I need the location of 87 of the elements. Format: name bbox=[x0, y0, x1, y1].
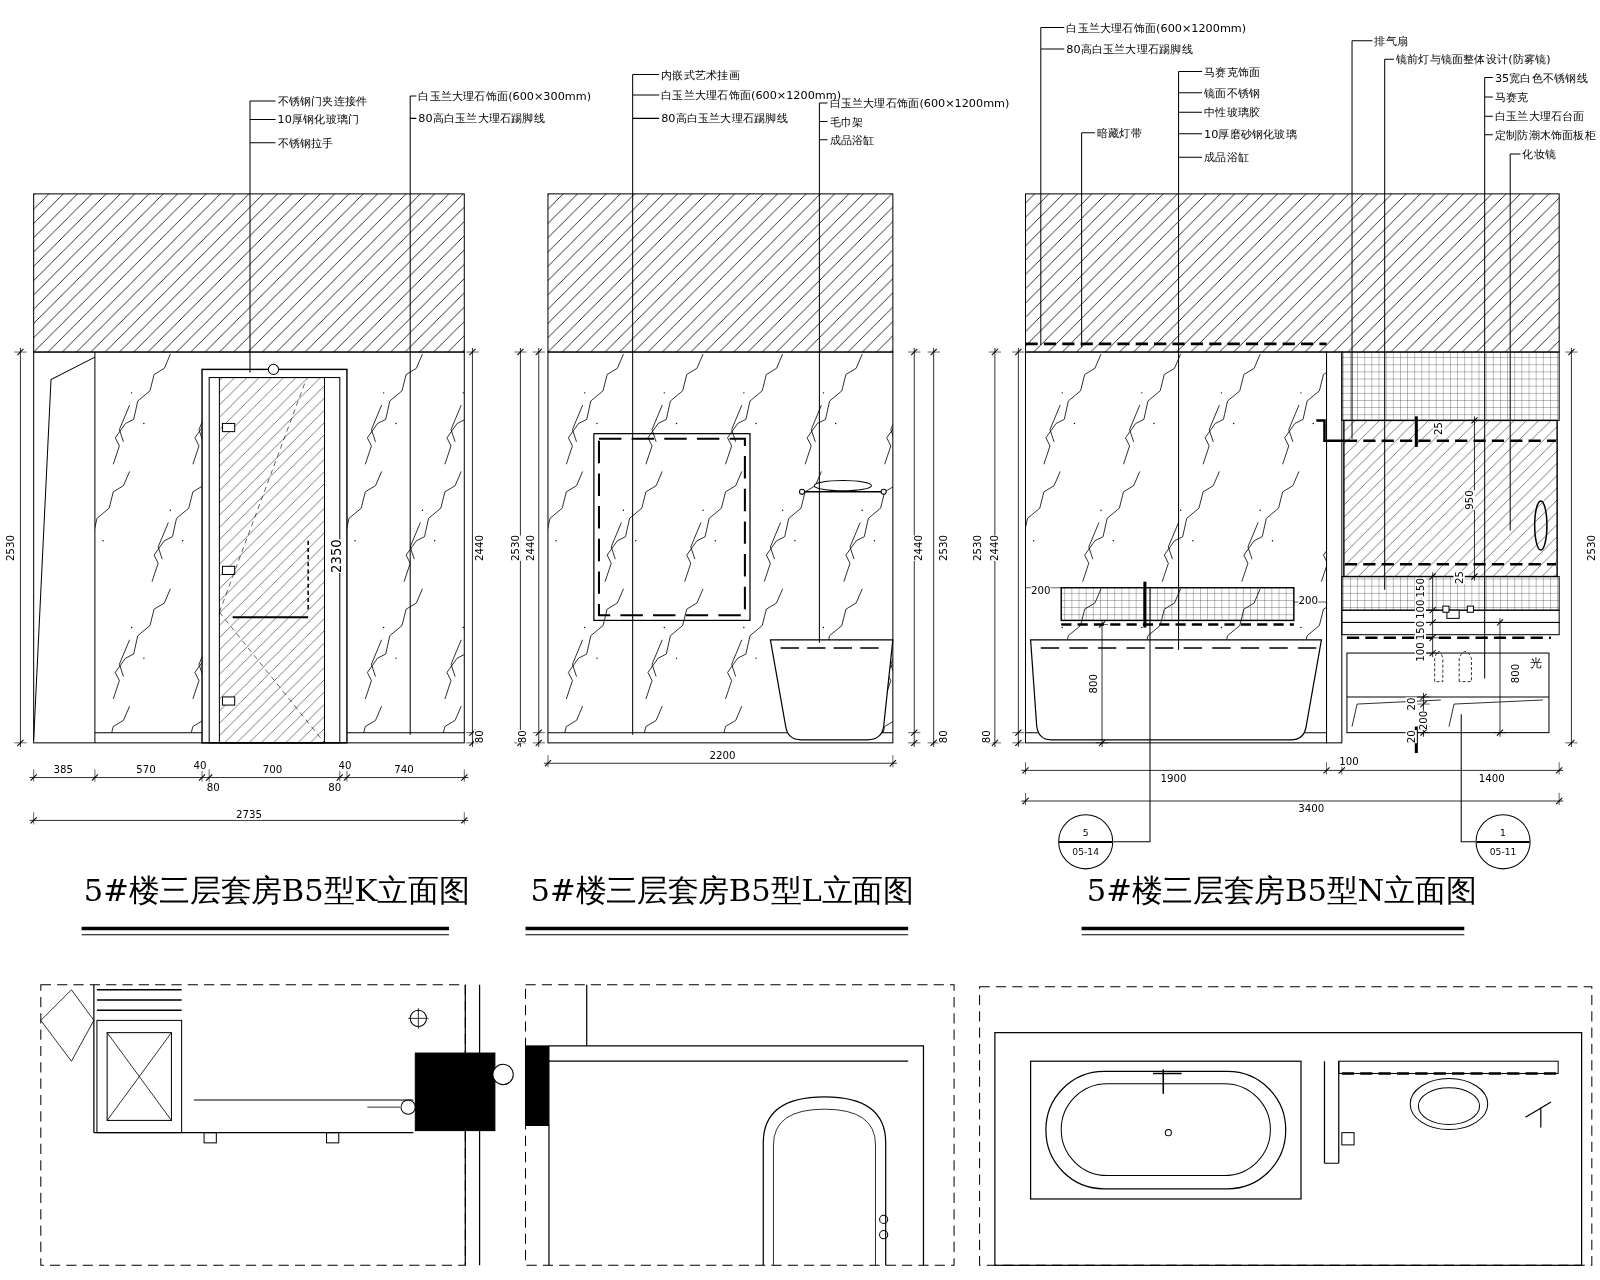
leader-line bbox=[249, 100, 276, 373]
dimension-text: 80 bbox=[981, 730, 993, 744]
dimension-text: 200 bbox=[1417, 710, 1430, 731]
callout-text: 马赛克 bbox=[1494, 90, 1529, 105]
sheet-number: 05-14 bbox=[1071, 846, 1101, 858]
callout-text: 不锈钢门夹连接件 bbox=[277, 94, 368, 109]
dimension-text: 80 bbox=[474, 730, 486, 744]
dimension-text: 80 bbox=[328, 782, 342, 794]
section-number: 5 bbox=[1081, 827, 1090, 838]
callout-text: 中性玻璃胶 bbox=[1204, 106, 1261, 120]
dimension-text: 25 bbox=[1433, 422, 1445, 436]
dimension-text: 2530 bbox=[4, 534, 16, 561]
dimension-text: 2440 bbox=[912, 534, 924, 561]
leader-line bbox=[1351, 40, 1373, 440]
leader-line bbox=[1112, 586, 1151, 843]
callout-text: 35宽白色不锈钢线 bbox=[1494, 71, 1588, 85]
dimension-text: 385 bbox=[53, 763, 73, 775]
callout-text: 内嵌式艺术挂画 bbox=[661, 68, 740, 82]
dimension-text: 950 bbox=[1463, 490, 1475, 510]
dimension-text: 80 bbox=[516, 730, 529, 744]
dimension-text: 2440 bbox=[525, 534, 537, 561]
callout-text: 白玉兰大理石饰面(600×1200mm) bbox=[1066, 21, 1247, 35]
dimension-text: 200 bbox=[1031, 585, 1051, 597]
dimension-text: 2530 bbox=[938, 534, 950, 561]
dimension-text: 740 bbox=[394, 763, 414, 775]
callout-text: 10厚磨砂钢化玻璃 bbox=[1204, 127, 1297, 141]
callout-text: 80高白玉兰大理石踢脚线 bbox=[1066, 42, 1193, 57]
dimension-text: 1400 bbox=[1478, 772, 1505, 785]
dimension-text: 150 bbox=[1414, 578, 1426, 598]
dimension-text: 3400 bbox=[1298, 802, 1325, 814]
leader-line bbox=[1081, 132, 1096, 348]
callout-text: 成品浴缸 bbox=[1204, 151, 1249, 165]
callout-text: 排气扇 bbox=[1374, 34, 1409, 48]
drawing-title: 5#楼三层套房B5型L立面图 bbox=[530, 872, 914, 910]
dimension-text: 80 bbox=[938, 730, 950, 744]
leader-line bbox=[818, 102, 829, 644]
dimension-text: 2530 bbox=[1586, 534, 1598, 561]
dimension-text: 100 bbox=[1414, 599, 1426, 619]
callout-text: 毛巾架 bbox=[829, 115, 864, 129]
leader-line bbox=[1509, 153, 1521, 532]
callout-text: 不锈钢拉手 bbox=[277, 136, 334, 150]
callout-text: 80高白玉兰大理石踢脚线 bbox=[418, 112, 545, 126]
dimension-text: 25 bbox=[1453, 571, 1465, 585]
drawing-title: 5#楼三层套房B5型N立面图 bbox=[1086, 872, 1477, 910]
leader-line bbox=[1460, 713, 1476, 843]
annotation-text: 光 bbox=[1529, 657, 1542, 669]
dimension-text: 1900 bbox=[1160, 772, 1187, 785]
leader-line bbox=[1040, 27, 1065, 346]
dimension-text: 2530 bbox=[509, 534, 521, 561]
dimension-text: 2530 bbox=[971, 534, 984, 561]
dimension-text: 200 bbox=[1298, 594, 1318, 606]
callout-text: 10厚钢化玻璃门 bbox=[277, 113, 360, 127]
drawing-title: 5#楼三层套房B5型K立面图 bbox=[83, 872, 470, 910]
dimension-text: 2735 bbox=[236, 808, 262, 820]
dimension-text: 570 bbox=[136, 763, 156, 775]
dimension-text: 2440 bbox=[474, 534, 486, 561]
callout-text: 镜前灯与镜面整体设计(防雾镜) bbox=[1395, 53, 1551, 67]
callout-text: 马赛克饰面 bbox=[1204, 65, 1261, 79]
dimension-text: 40 bbox=[193, 759, 207, 771]
callout-text: 化妆镜 bbox=[1522, 147, 1557, 162]
leader-line bbox=[409, 95, 417, 736]
callout-text: 白玉兰大理石饰面(600×300mm) bbox=[418, 89, 592, 104]
dimension-text: 700 bbox=[262, 763, 283, 775]
dimension-text: 150 bbox=[1414, 620, 1426, 641]
dimension-text: 20 bbox=[1405, 730, 1417, 744]
dimension-text: 100 bbox=[1339, 755, 1359, 767]
dimension-text: 2440 bbox=[989, 534, 1001, 561]
leader-line bbox=[1178, 70, 1203, 651]
callout-text: 暗藏灯带 bbox=[1096, 126, 1142, 140]
callout-text: 白玉兰大理石台面 bbox=[1494, 110, 1585, 124]
dimension-text: 20 bbox=[1405, 697, 1417, 711]
callout-text: 定制防潮木饰面板柜 bbox=[1494, 128, 1596, 142]
dimension-text: 800 bbox=[1509, 663, 1521, 684]
callout-text: 成品浴缸 bbox=[829, 133, 875, 147]
dimension-text: 800 bbox=[1088, 673, 1100, 694]
dimension-text: 80 bbox=[206, 782, 220, 794]
dimension-text: 40 bbox=[338, 759, 352, 771]
leader-line bbox=[1384, 58, 1395, 591]
dimension-text: 100 bbox=[1414, 642, 1426, 662]
callout-text: 镜面不锈钢 bbox=[1204, 86, 1261, 100]
section-number: 1 bbox=[1499, 827, 1507, 838]
dimension-text: 2350 bbox=[331, 539, 343, 573]
sheet-number: 05-11 bbox=[1488, 846, 1518, 858]
leader-line bbox=[1484, 77, 1494, 680]
callout-text: 80高白玉兰大理石踢脚线 bbox=[661, 112, 788, 126]
dimension-text: 2200 bbox=[709, 749, 736, 761]
leader-line bbox=[632, 73, 660, 736]
